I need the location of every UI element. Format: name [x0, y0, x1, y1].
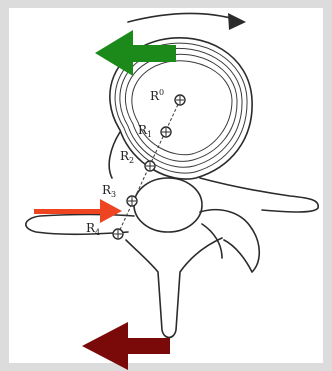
posterior-elements	[26, 178, 259, 338]
center-r4-marker	[113, 229, 123, 239]
label-r1: R1	[138, 123, 152, 139]
label-r0: R0	[150, 88, 164, 103]
center-r3-marker	[127, 196, 137, 206]
label-r4: R4	[86, 221, 100, 237]
center-r1-marker	[161, 127, 171, 137]
dark-red-arrow	[82, 322, 170, 370]
center-r2-marker	[145, 161, 155, 171]
center-r0-marker	[175, 95, 185, 105]
rotation-arrow	[128, 13, 246, 30]
green-arrow	[95, 30, 176, 76]
red-arrow	[34, 199, 122, 223]
label-r3: R3	[102, 183, 116, 199]
